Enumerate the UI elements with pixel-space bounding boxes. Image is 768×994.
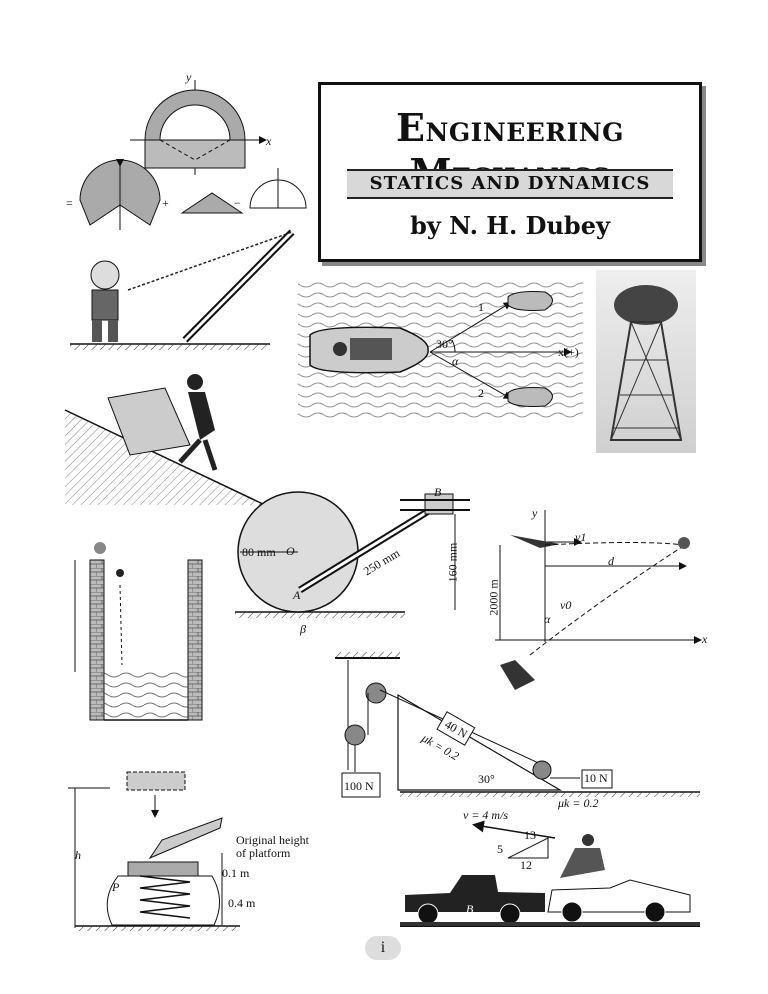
label-boat-2: 2 <box>478 386 484 400</box>
title-word-1-rest: NGINEERING <box>425 118 624 147</box>
label-wheel-O: O <box>286 544 295 558</box>
label-plane-v0: v0 <box>560 598 572 612</box>
label-minus: − <box>234 196 241 210</box>
label-slope-12: 12 <box>520 858 532 872</box>
plane-projectile-figure <box>495 510 702 690</box>
label-0-1m: 0.1 m <box>222 866 250 880</box>
label-original-height-1: Original height <box>236 833 309 847</box>
label-boat-alpha: α <box>452 354 459 368</box>
label-plus: + <box>162 196 169 210</box>
label-slope-5: 5 <box>497 842 503 856</box>
label-plane-height: 2000 m <box>486 579 501 616</box>
label-mu-right: μk = 0.2 <box>558 796 599 810</box>
label-boat-x: x(+) <box>558 345 579 359</box>
label-weight-10n: 10 N <box>584 771 608 785</box>
title-initial-1: E <box>396 105 426 150</box>
brick-well-figure <box>74 542 203 721</box>
label-equals: = <box>66 196 73 210</box>
label-0-4m: 0.4 m <box>228 896 256 910</box>
incline-crate-figure <box>64 374 266 506</box>
spring-platform-figure <box>68 771 240 931</box>
label-plane-x: x <box>702 632 708 646</box>
book-subtitle: STATICS AND DYNAMICS <box>347 169 673 199</box>
label-velocity: v = 4 m/s <box>463 808 509 822</box>
label-wheel-beta: β <box>300 622 306 636</box>
composite-area-figure <box>79 80 307 230</box>
label-boat-angle: 30° <box>436 337 453 351</box>
label-plane-y: y <box>532 506 538 520</box>
truck-jumper-figure <box>400 820 700 927</box>
wheel-rod-figure <box>235 491 470 618</box>
label-x: x <box>266 134 272 148</box>
tower-photo <box>596 270 696 453</box>
label-plane-d: d <box>608 554 614 568</box>
title-box: ENGINEERING MECHANICS STATICS AND DYNAMI… <box>318 82 702 262</box>
label-wheel-radius: 80 mm <box>242 545 276 559</box>
label-incline-angle: 30° <box>478 772 495 786</box>
label-slope-13: 13 <box>524 828 536 842</box>
label-weight-100n: 100 N <box>344 779 374 793</box>
label-y: y <box>186 70 192 84</box>
label-wheel-B: B <box>434 485 442 499</box>
man-pulling-pole-figure <box>70 229 295 350</box>
label-plane-v1: v1 <box>575 530 587 544</box>
label-wheel-A: A <box>293 588 301 602</box>
pulley-system-figure <box>335 652 700 798</box>
page-number: i <box>365 936 401 960</box>
label-original-height-2: of platform <box>236 846 291 860</box>
label-h: h <box>75 848 81 862</box>
label-wheel-height: 160 mm <box>445 542 460 583</box>
label-P: P <box>112 880 120 894</box>
book-author: by N. H. Dubey <box>410 211 610 240</box>
label-boat-1: 1 <box>478 300 484 314</box>
boat-vectors-figure <box>298 282 583 422</box>
label-truck-B: B <box>466 902 474 916</box>
label-plane-alpha: α <box>544 612 551 626</box>
